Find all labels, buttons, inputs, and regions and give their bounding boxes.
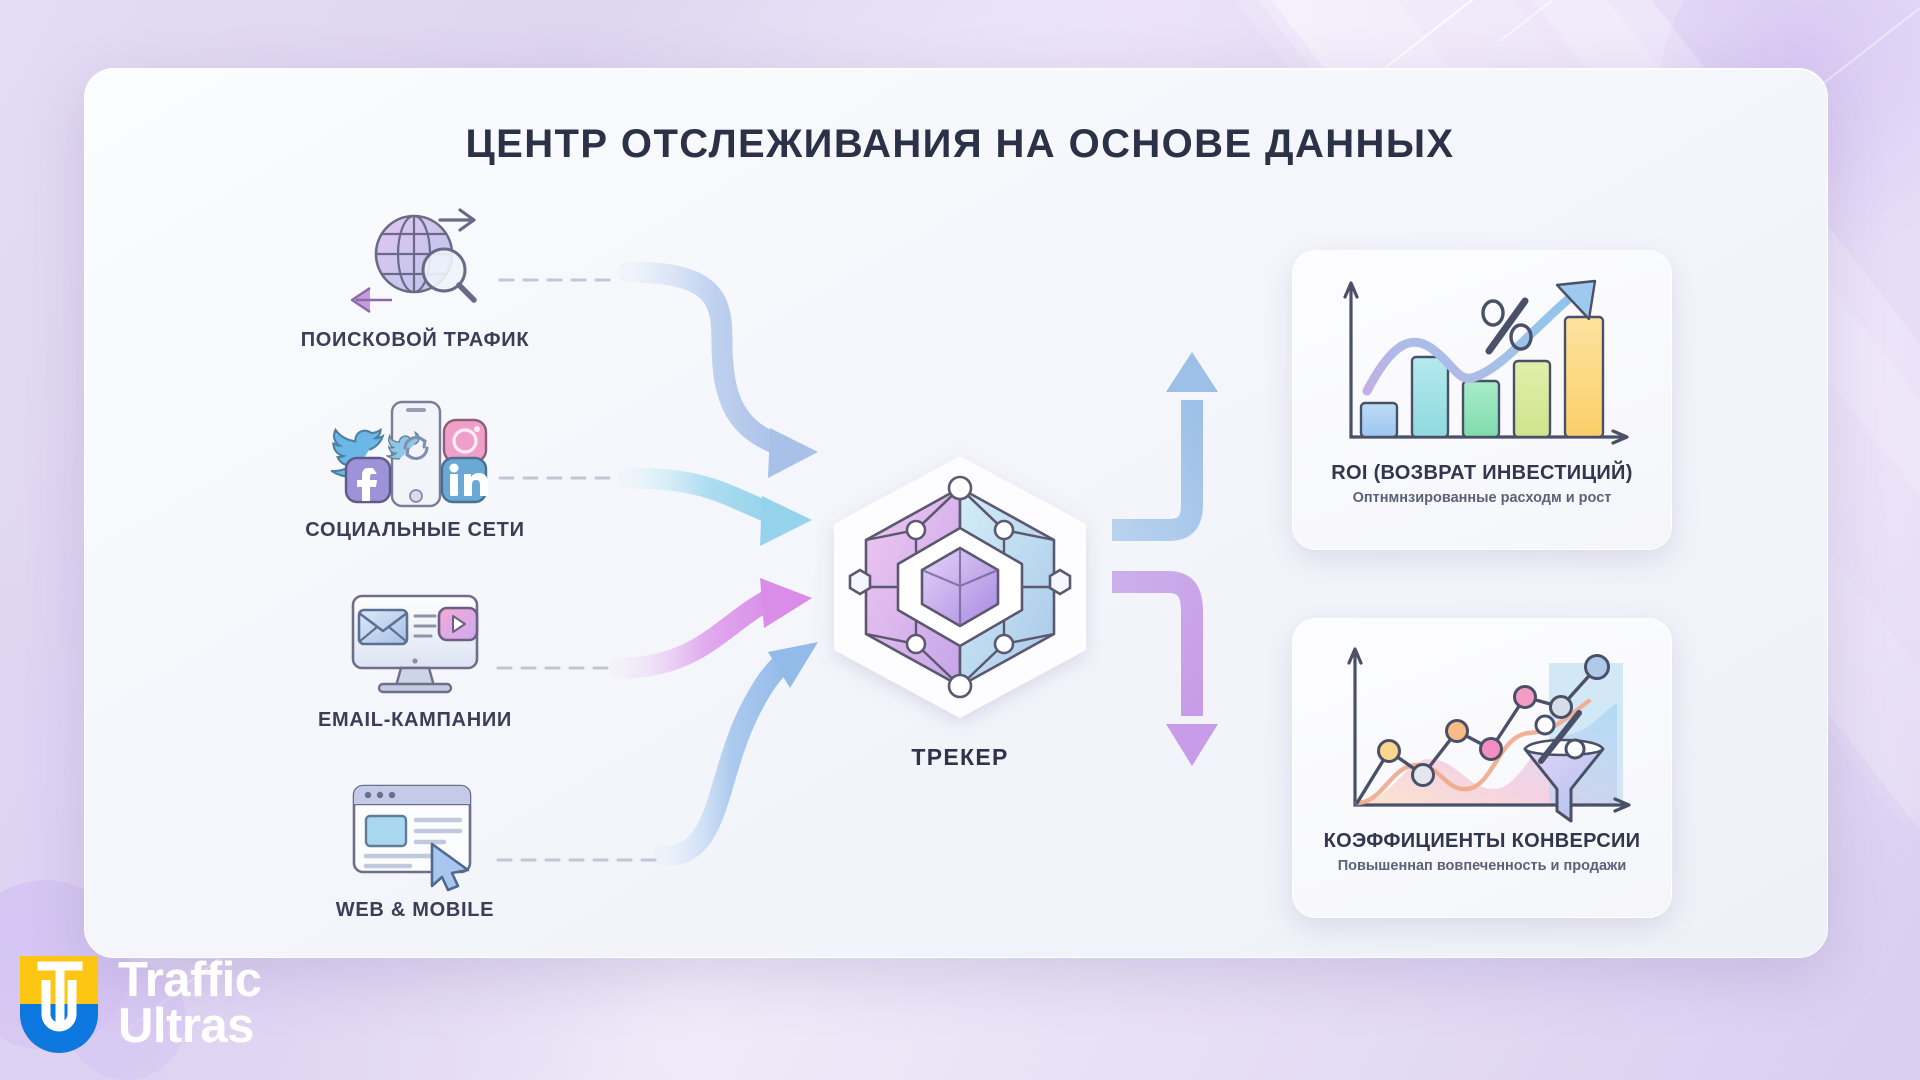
outcome-card-conversion[interactable]: КОЭФФИЦИЕНТЫ КОНВЕРСИИ Повышеннап вовпеч… bbox=[1292, 618, 1672, 918]
bar-chart-growth-icon bbox=[1306, 266, 1658, 462]
browser-cursor-icon bbox=[270, 775, 560, 893]
source-label: WEB & MOBILE bbox=[335, 899, 495, 921]
line-chart-funnel-icon bbox=[1306, 634, 1658, 830]
source-item-email[interactable]: EMAIL-КАМПАНИИ bbox=[270, 585, 560, 732]
source-item-search-traffic[interactable]: ПОИСКОВОЙ ТРАФИК bbox=[270, 205, 560, 352]
source-item-web-mobile[interactable]: WEB & MOBILE bbox=[270, 775, 560, 922]
page-title: ЦЕНТР ОТСЛЕЖИВАНИЯ НА ОСНОВЕ ДАННЫХ bbox=[465, 122, 1455, 166]
tracker-label: ТРЕКЕР bbox=[911, 744, 1009, 770]
hexagon-network-icon bbox=[812, 452, 1108, 722]
outcome-card-roi[interactable]: ROI (ВОЗВРАТ ИНВЕСТИЦИЙ) Оптнмнзированны… bbox=[1292, 250, 1672, 550]
email-monitor-icon bbox=[270, 585, 560, 703]
tracker-node[interactable]: ТРЕКЕР bbox=[812, 452, 1108, 771]
source-label: ПОИСКОВОЙ ТРАФИК bbox=[300, 329, 530, 351]
brand-line-2: Ultras bbox=[118, 999, 254, 1053]
tu-monogram-icon bbox=[16, 952, 102, 1056]
source-item-social-media[interactable]: СОЦИАЛЬНЫЕ СЕТИ bbox=[270, 395, 560, 542]
source-label: EMAIL-КАМПАНИИ bbox=[318, 709, 512, 731]
background-hairline bbox=[1499, 0, 1864, 42]
outcome-title: ROI (ВОЗВРАТ ИНВЕСТИЦИЙ) bbox=[1331, 462, 1633, 484]
outcome-title: КОЭФФИЦИЕНТЫ КОНВЕРСИИ bbox=[1323, 830, 1641, 852]
panel-border bbox=[84, 68, 1828, 958]
brand-logo[interactable]: Traffic Ultras bbox=[16, 952, 262, 1056]
source-label: СОЦИАЛЬНЫЕ СЕТИ bbox=[305, 519, 525, 541]
social-networks-icon bbox=[270, 395, 560, 513]
brand-line-1: Traffic bbox=[118, 953, 262, 1008]
brand-wordmark: Traffic Ultras bbox=[118, 953, 262, 1053]
outcome-subtitle: Повышеннап вовпеченность и продажи bbox=[1337, 858, 1627, 874]
outcome-subtitle: Оптнмнзированные расходм и рост bbox=[1352, 490, 1612, 506]
globe-magnifier-icon bbox=[270, 205, 560, 323]
